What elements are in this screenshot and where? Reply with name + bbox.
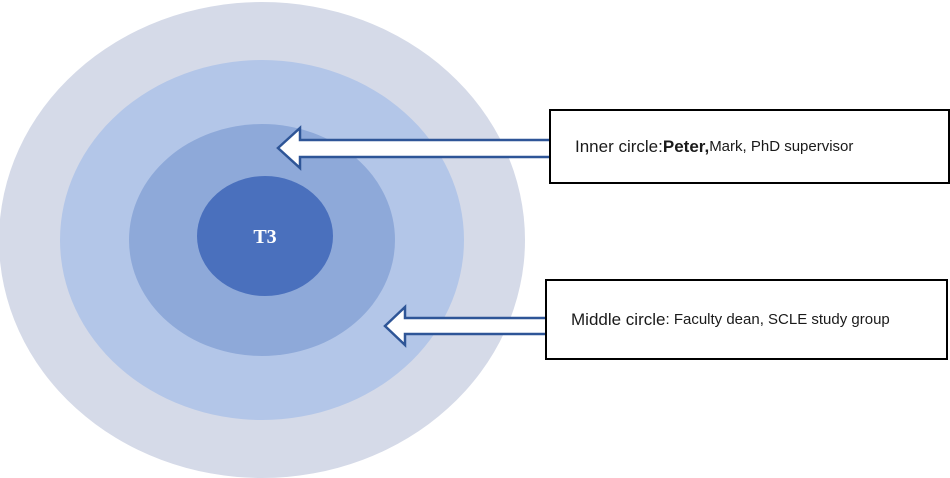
middle-circle-label-box: Middle circle : Faculty dean, SCLE study… bbox=[545, 279, 948, 360]
middle-circle-members: : Faculty dean, SCLE study group bbox=[665, 311, 890, 328]
inner-circle-heading: Inner circle: bbox=[575, 136, 663, 156]
inner-circle-bold-name: Peter, bbox=[662, 136, 710, 156]
center-label: T3 bbox=[253, 226, 276, 248]
core-circle bbox=[197, 176, 333, 296]
inner-circle-members: Mark, PhD supervisor bbox=[709, 138, 854, 155]
inner-circle-label-box: Inner circle: Peter, Mark, PhD superviso… bbox=[549, 109, 950, 184]
middle-circle-heading: Middle circle bbox=[571, 309, 666, 329]
